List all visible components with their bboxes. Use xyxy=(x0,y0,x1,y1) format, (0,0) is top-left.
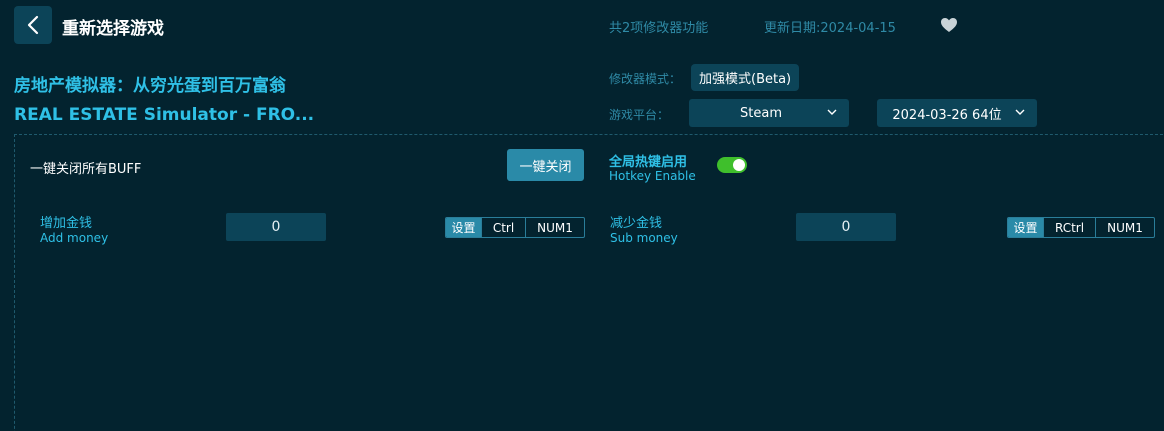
sub-money-input[interactable] xyxy=(796,213,896,241)
heart-icon[interactable] xyxy=(939,15,959,35)
hotkey-subtitle: Hotkey Enable xyxy=(609,169,696,183)
hotkey-group: 设置 RCtrl NUM1 xyxy=(1007,217,1155,238)
option-label-cn: 减少金钱 xyxy=(610,216,663,231)
option-label-cn: 增加金钱 xyxy=(40,216,93,231)
buff-label: 一键关闭所有BUFF xyxy=(30,162,142,177)
update-date: 更新日期:2024-04-15 xyxy=(764,21,896,36)
option-label-en: Sub money xyxy=(610,231,678,245)
hotkey-key: NUM1 xyxy=(525,218,584,237)
options-panel xyxy=(14,134,1164,431)
option-label-en: Add money xyxy=(40,231,109,245)
game-title-en: REAL ESTATE Simulator - FRO... xyxy=(14,105,315,125)
hotkey-key: RCtrl xyxy=(1043,218,1095,237)
chevron-down-icon xyxy=(1015,109,1025,115)
game-title-cn: 房地产模拟器：从穷光蛋到百万富翁 xyxy=(14,76,286,96)
hotkey-key: Ctrl xyxy=(481,218,525,237)
platform-value: Steam xyxy=(740,105,782,121)
hotkey-toggle[interactable] xyxy=(717,157,747,173)
set-hotkey-button[interactable]: 设置 xyxy=(1008,218,1043,237)
platform-select[interactable]: Steam xyxy=(689,99,849,127)
platform-label: 游戏平台： xyxy=(609,108,670,122)
chevron-left-icon xyxy=(27,15,39,35)
chevron-down-icon xyxy=(827,109,837,115)
disable-all-button[interactable]: 一键关闭 xyxy=(507,149,584,181)
version-select[interactable]: 2024-03-26 64位 xyxy=(877,99,1037,127)
set-hotkey-button[interactable]: 设置 xyxy=(446,218,481,237)
hotkey-key: NUM1 xyxy=(1095,218,1154,237)
version-value: 2024-03-26 64位 xyxy=(892,107,1002,123)
page-title: 重新选择游戏 xyxy=(62,19,164,39)
hotkey-title: 全局热键启用 xyxy=(609,155,688,170)
add-money-input[interactable] xyxy=(226,213,326,241)
hotkey-group: 设置 Ctrl NUM1 xyxy=(445,217,585,238)
mode-button[interactable]: 加强模式(Beta) xyxy=(691,64,800,91)
feature-count: 共2项修改器功能 xyxy=(609,21,709,36)
back-button[interactable] xyxy=(14,6,52,44)
mode-label: 修改器模式： xyxy=(609,72,682,86)
toggle-knob xyxy=(733,159,745,171)
